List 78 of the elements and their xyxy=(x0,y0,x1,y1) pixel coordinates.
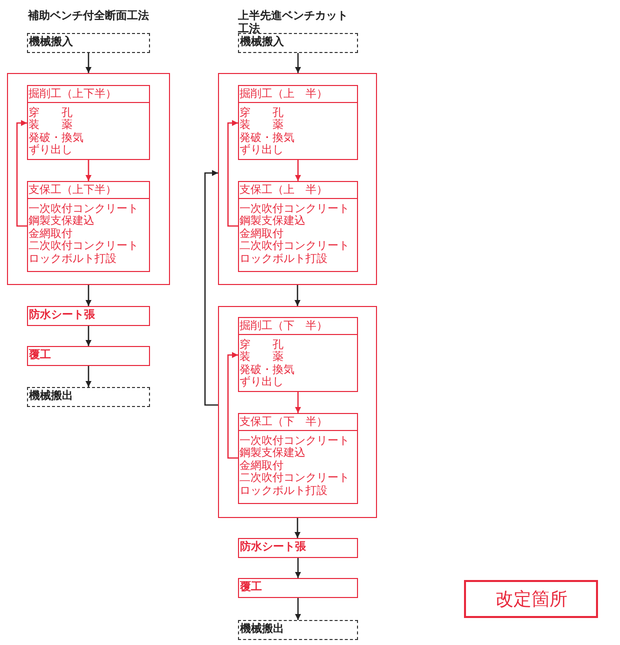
step-item: 金網取付 xyxy=(238,228,284,240)
arrow xyxy=(86,53,92,73)
arrow xyxy=(295,53,301,73)
process-box xyxy=(238,578,358,598)
step-item: 発破・換気 xyxy=(28,132,84,144)
box-label: 覆工 xyxy=(28,348,52,363)
process-box xyxy=(27,33,150,53)
arrow xyxy=(294,518,300,538)
step-item: ずり出し xyxy=(238,376,284,388)
arrow xyxy=(295,598,301,620)
box-label: 機械搬入 xyxy=(28,34,74,50)
arrow xyxy=(16,120,27,227)
arrow xyxy=(86,366,92,387)
process-box xyxy=(27,387,150,407)
arrow xyxy=(295,558,301,578)
step-item: 一次吹付コンクリート xyxy=(28,202,140,215)
stage-frame xyxy=(218,73,377,285)
step-item: 鋼製支保建込 xyxy=(238,447,306,460)
step-item: 穿 孔 xyxy=(238,106,284,118)
arrow xyxy=(227,352,238,459)
step-item: 一次吹付コンクリート xyxy=(238,434,350,447)
step-item: 穿 孔 xyxy=(28,106,74,118)
process-box xyxy=(27,346,150,366)
process-box xyxy=(238,316,358,392)
step-item: 二次吹付コンクリート xyxy=(238,240,350,252)
arrow xyxy=(86,285,92,306)
process-box xyxy=(26,180,150,272)
arrow xyxy=(86,326,92,346)
step-item: ロックボルト打設 xyxy=(238,252,328,265)
box-header: 掘削工（下 半） xyxy=(238,318,356,334)
arrow xyxy=(227,120,238,227)
step-item: ロックボルト打設 xyxy=(28,252,118,265)
step-item: 穿 孔 xyxy=(238,338,284,350)
step-item: ずり出し xyxy=(238,144,284,156)
step-item: 装 薬 xyxy=(28,119,74,132)
box-header: 掘削工（上下半） xyxy=(28,86,148,102)
stage-frame xyxy=(7,73,170,285)
step-item: 装 薬 xyxy=(238,351,284,364)
arrow xyxy=(86,160,92,181)
process-box xyxy=(238,620,358,640)
column-heading: 上半先進ベンチカット工法 xyxy=(238,10,349,36)
column-heading: 補助ベンチ付全断面工法 xyxy=(28,10,150,23)
arrow xyxy=(295,392,301,413)
box-label: 防水シート張 xyxy=(28,308,96,323)
revision-box xyxy=(464,580,598,618)
box-header: 支保工（下 半） xyxy=(238,414,356,430)
arrow xyxy=(204,170,218,406)
step-item: 二次吹付コンクリート xyxy=(28,240,140,252)
arrow xyxy=(295,160,301,181)
step-item: 金網取付 xyxy=(28,228,74,240)
step-item: 鋼製支保建込 xyxy=(28,215,96,228)
box-label: 機械搬出 xyxy=(28,388,74,404)
process-box xyxy=(238,180,358,272)
process-box xyxy=(238,412,358,504)
box-header: 支保工（上下半） xyxy=(28,182,148,198)
step-item: 鋼製支保建込 xyxy=(238,215,306,228)
revision-note: 改定箇所 xyxy=(494,588,568,611)
step-item: 発破・換気 xyxy=(238,132,296,144)
step-item: 二次吹付コンクリート xyxy=(238,472,350,484)
arrow xyxy=(294,285,300,306)
stage-frame xyxy=(218,306,377,518)
box-label: 防水シート張 xyxy=(239,540,307,555)
box-header: 掘削工（上 半） xyxy=(238,86,356,102)
process-box xyxy=(238,538,358,558)
process-box xyxy=(26,84,150,160)
process-box xyxy=(238,84,358,160)
process-box xyxy=(27,306,150,326)
step-item: 発破・換気 xyxy=(238,364,296,376)
box-header: 支保工（上 半） xyxy=(238,182,356,198)
step-item: ずり出し xyxy=(28,144,74,156)
box-label: 機械搬入 xyxy=(239,34,285,50)
box-label: 機械搬出 xyxy=(239,622,285,637)
step-item: 装 薬 xyxy=(238,119,284,132)
step-item: 金網取付 xyxy=(238,460,284,472)
box-label: 覆工 xyxy=(239,580,263,595)
step-item: 一次吹付コンクリート xyxy=(238,202,350,215)
process-box xyxy=(238,33,358,53)
step-item: ロックボルト打設 xyxy=(238,484,328,497)
